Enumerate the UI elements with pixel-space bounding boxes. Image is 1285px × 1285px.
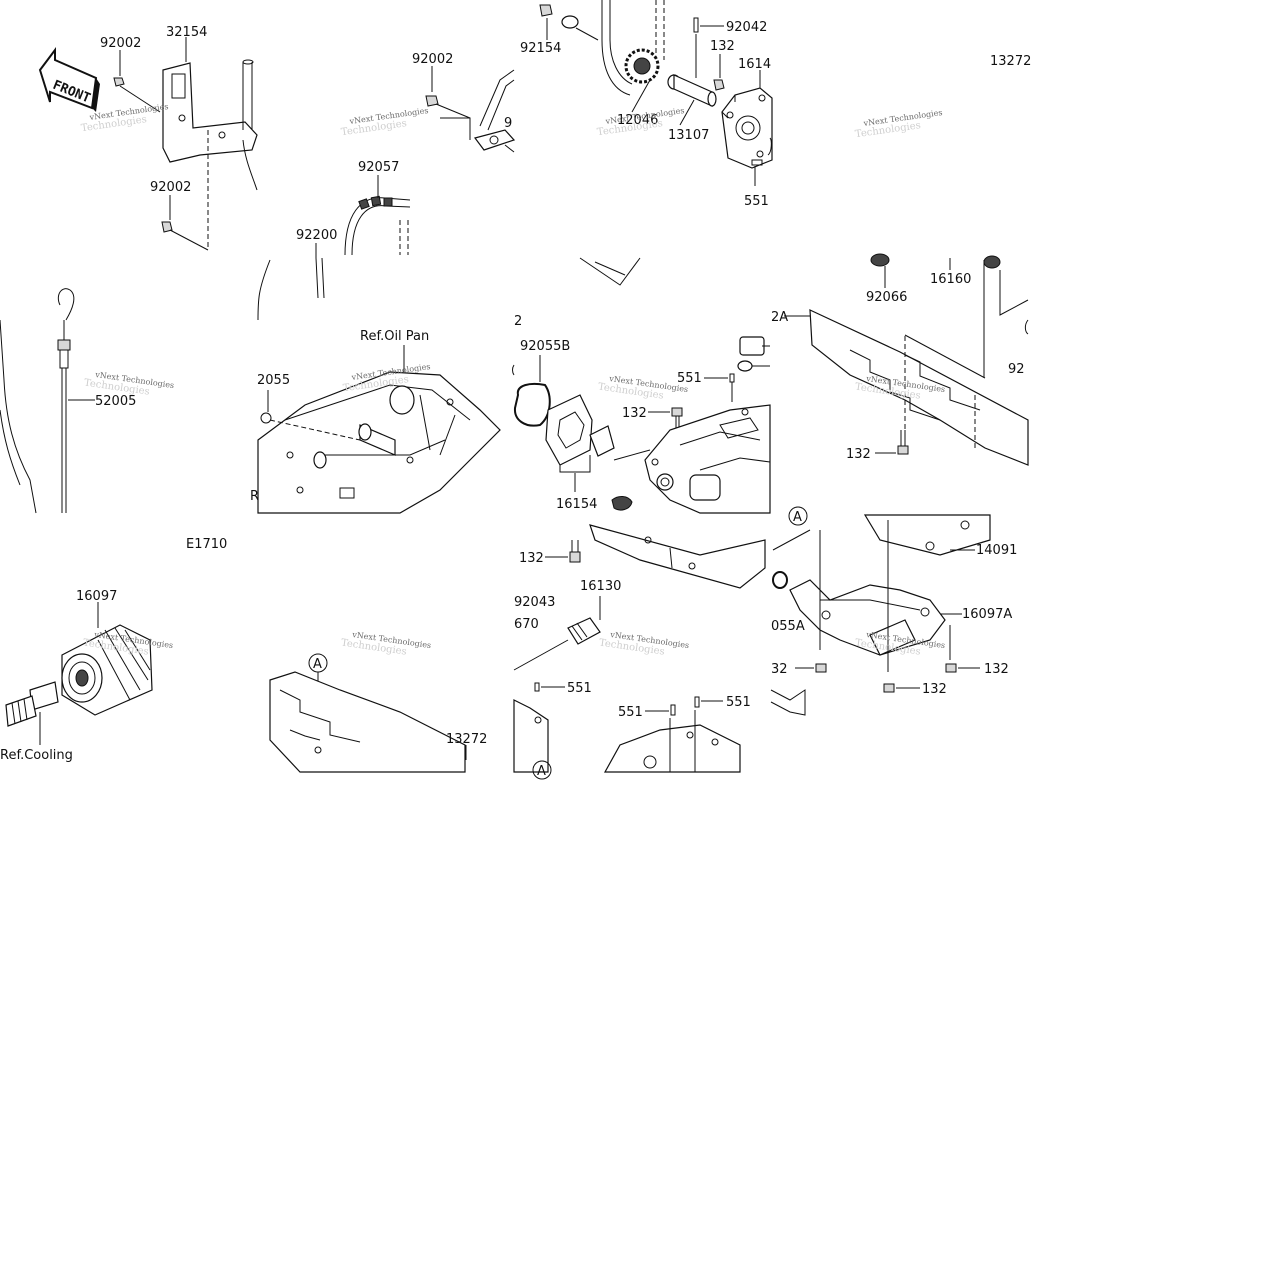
tile-top-right: 13272: [990, 54, 1031, 69]
label-132-low: 132: [519, 551, 544, 566]
sprocket-12046: [624, 48, 660, 84]
label-551-b1: 551: [567, 681, 592, 696]
label-92057: 92057: [358, 160, 399, 175]
bolt-92154: [539, 4, 553, 17]
tile-bottom-right: A 14091 16097A 055A 32 132: [770, 506, 1017, 716]
tile-mid-mid-right: 2 92055B 16154 551 132: [512, 257, 771, 514]
bolt-132-b2: [945, 663, 957, 673]
bracket-32154: [162, 59, 258, 191]
label-2: 2: [514, 314, 522, 329]
pipe-16097a: [789, 579, 946, 656]
label-16142: 1614: [738, 57, 771, 72]
label-551-mid: 551: [677, 371, 702, 386]
tile-bottom-mid-right: 132 92043 670 16130 551 A 551 551: [513, 524, 766, 780]
label-13272-top: 13272: [990, 54, 1031, 69]
label-13272-bottom: 13272: [446, 732, 487, 747]
oil-pump-16142: [721, 87, 773, 169]
label-r-partial: R: [250, 489, 259, 504]
label-055a: 055A: [771, 619, 805, 634]
tile-bottom-left: 16097 Ref.Cooling: [0, 589, 153, 763]
label-92043: 92043: [514, 595, 555, 610]
bolt-132-b1: [815, 663, 827, 673]
oil-filter-16097: [61, 624, 153, 716]
label-92002-c: 92002: [412, 52, 453, 67]
dipstick-52005: [57, 288, 75, 513]
bolt-132-low: [569, 540, 581, 563]
label-16154: 16154: [556, 497, 597, 512]
label-132-b1: 32: [771, 662, 788, 677]
tile-mid-left: 52005: [0, 288, 136, 514]
label-92002-b: 92002: [150, 180, 191, 195]
label-92002-a: 92002: [100, 36, 141, 51]
label-16130: 16130: [580, 579, 621, 594]
label-670: 670: [514, 617, 539, 632]
cooling-reference: Ref.Cooling: [0, 748, 73, 763]
label-16097: 16097: [76, 589, 117, 604]
label-32154: 32154: [166, 25, 207, 40]
label-132-top: 132: [710, 39, 735, 54]
bolt-92002-bottom: [161, 221, 209, 251]
label-132-b3: 132: [922, 682, 947, 697]
label-92066: 92066: [866, 290, 907, 305]
label-551-b2: 551: [618, 705, 643, 720]
tile-top-mid-right: 92154 12046 13107 92042 132: [520, 0, 773, 209]
bolt-92002-mid: [425, 95, 471, 119]
tile-top-left: FRONT 92002 32154 92002: [38, 25, 258, 251]
label-14091: 14091: [976, 543, 1017, 558]
rotor-16154: [545, 394, 615, 466]
bolt-92002-top: [113, 77, 161, 113]
label-9-partial: 9: [504, 116, 512, 131]
callout-a-left: A: [313, 657, 322, 672]
label-92042: 92042: [726, 20, 767, 35]
label-92154: 92154: [520, 41, 561, 56]
label-551-top: 551: [744, 194, 769, 209]
label-16097a: 16097A: [962, 607, 1012, 622]
fitting-cooling: [5, 681, 59, 727]
tile-top-mid-left: 92002 9 92057 92200: [257, 52, 516, 321]
relief-valve-16130: [567, 617, 601, 645]
label-92-right: 92: [1008, 362, 1025, 377]
callout-a-right: A: [793, 510, 802, 525]
label-132-right: 132: [846, 447, 871, 462]
bolt-132-top: [713, 79, 725, 91]
shaft-13107: [667, 74, 717, 107]
oil-pan: [257, 371, 501, 514]
label-132-mid: 132: [622, 406, 647, 421]
label-2055: 2055: [257, 373, 290, 388]
callout-a-bottom: A: [537, 764, 546, 779]
oil-pan-reference: Ref.Oil Pan: [360, 329, 429, 344]
chain-92057: [344, 195, 411, 256]
spring-92066: [870, 253, 890, 267]
label-2a: 2A: [771, 310, 788, 325]
tile-mid-right: 92066 16160 2A 92 132: [771, 253, 1029, 466]
label-13107: 13107: [668, 128, 709, 143]
label-92200: 92200: [296, 228, 337, 243]
gasket-strainer: [809, 309, 1029, 466]
bolt-132-b3: [883, 683, 895, 693]
front-arrow-icon: FRONT: [38, 47, 100, 112]
label-132-b2: 132: [984, 662, 1009, 677]
label-92055b: 92055B: [520, 339, 570, 354]
diagram-code: E1710: [186, 537, 227, 552]
watermarks: Technologies vNext Technologies Technolo…: [80, 102, 945, 658]
label-52005: 52005: [95, 394, 136, 409]
label-16160: 16160: [930, 272, 971, 287]
tile-mid-mid-left: Ref.Oil Pan 2055 R: [250, 329, 501, 514]
pump-housing: [644, 404, 771, 514]
label-12046: 12046: [617, 113, 658, 128]
tile-bottom-mid-left: A 13272: [269, 653, 487, 773]
bolt-132-right: [897, 430, 909, 455]
label-551-b3: 551: [726, 695, 751, 710]
